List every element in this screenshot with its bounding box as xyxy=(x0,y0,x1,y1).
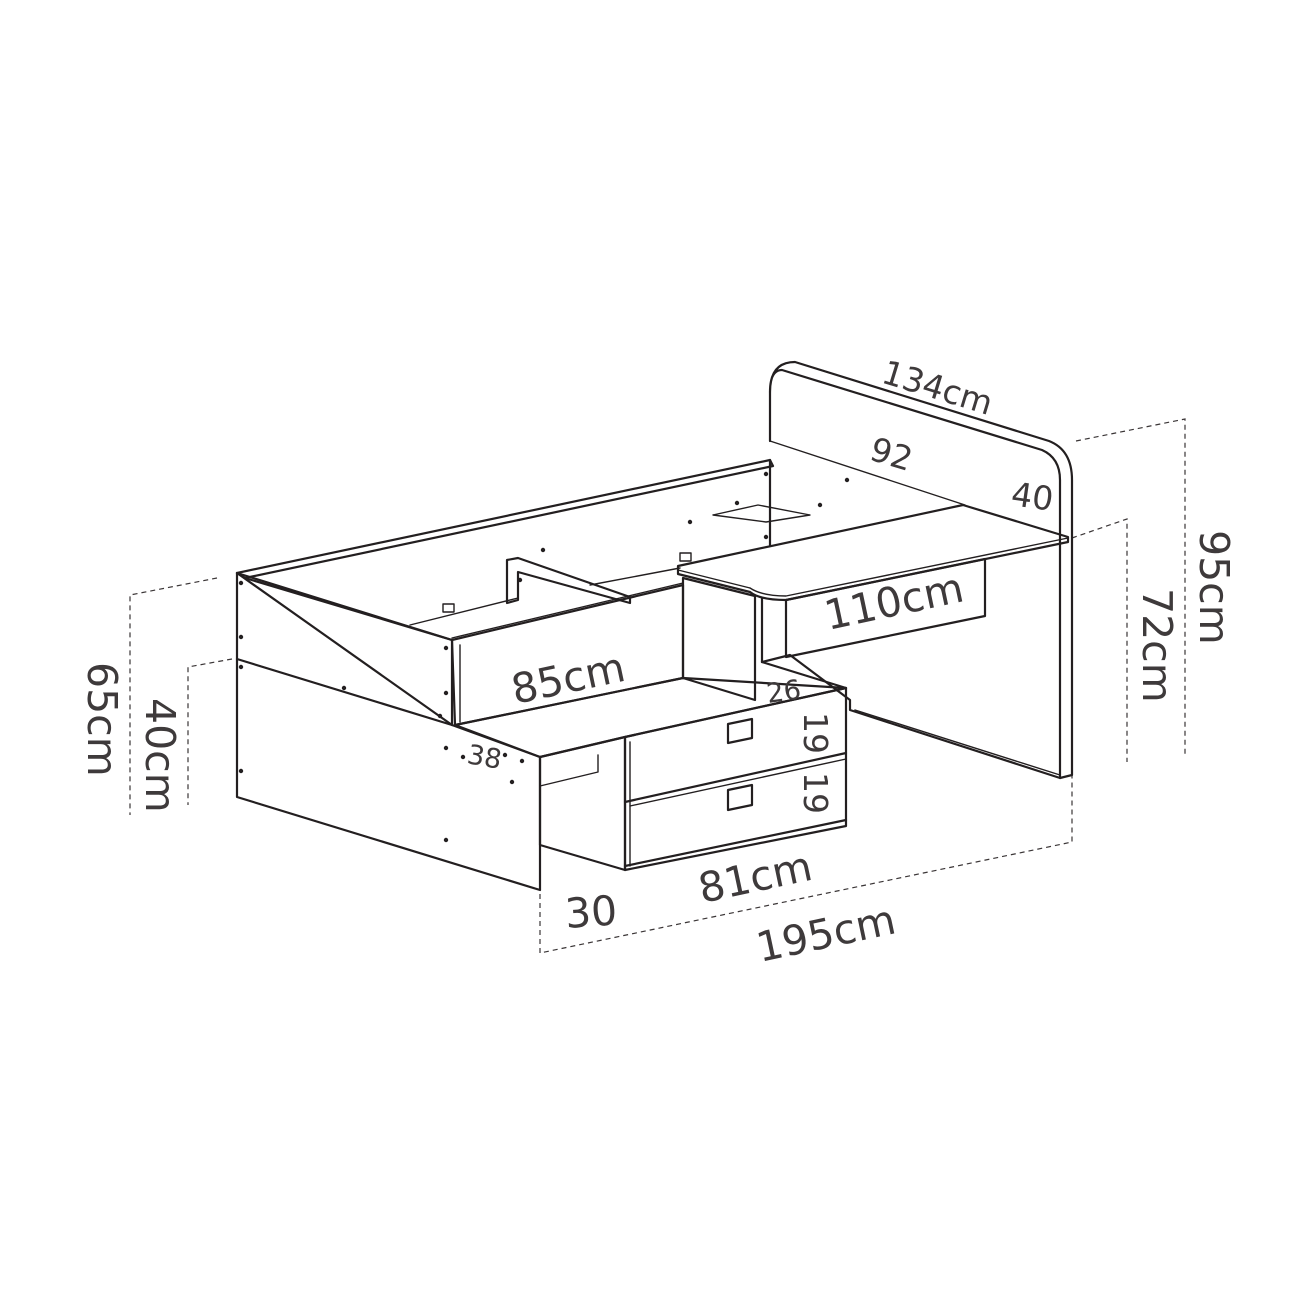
hardware-dots xyxy=(238,471,850,843)
guide-bed-height xyxy=(187,658,233,805)
headboard-outline xyxy=(768,360,1074,780)
desk-top-edge xyxy=(749,537,1069,597)
headboard-mattress-line xyxy=(769,440,966,506)
step-floor-line xyxy=(539,844,626,871)
label-desk-depth: 40 xyxy=(1009,474,1056,518)
label-compartment-width: 85cm xyxy=(507,643,629,714)
desk-side-bottom xyxy=(854,709,1061,776)
step-side-panel xyxy=(538,735,627,872)
label-total-height: 95cm xyxy=(1190,530,1238,645)
guide-total-height xyxy=(1075,418,1186,755)
label-drawer-bottom-height: 19 xyxy=(796,772,835,814)
drawer-base xyxy=(623,818,848,868)
foot-panel-inner-edge xyxy=(243,576,454,642)
gas-piston-icon xyxy=(712,504,811,523)
label-headboard-inner: 92 xyxy=(866,429,918,479)
headboard xyxy=(768,360,1074,780)
step-opening xyxy=(539,754,599,787)
desk-support xyxy=(681,576,757,702)
desk-top-front xyxy=(677,569,751,589)
label-overall-height-left: 65cm xyxy=(78,662,126,777)
desk xyxy=(676,503,1070,780)
foot-panel-mid-line xyxy=(235,657,454,727)
label-headboard-width: 134cm xyxy=(878,352,998,422)
drawer-top-handle-icon xyxy=(726,717,754,745)
hinge-icon-group xyxy=(442,504,811,613)
inner-floor-line xyxy=(409,597,519,626)
hinge-icon xyxy=(442,603,455,613)
dimension-guides xyxy=(129,418,1186,954)
label-bed-height: 40cm xyxy=(136,698,184,813)
desk-modesty-panel xyxy=(784,557,987,659)
label-total-length: 195cm xyxy=(752,896,900,972)
inner-floor-line-2 xyxy=(589,567,681,586)
label-step-width: 26 xyxy=(765,674,803,709)
compartment-top-edge xyxy=(451,582,684,639)
step-unit xyxy=(453,676,848,872)
label-desk-height: 72cm xyxy=(1133,588,1181,703)
dimension-labels: 134cm 92 40 95cm 72cm 110cm 65cm 40cm 85… xyxy=(78,352,1238,971)
drawer-divider-inner xyxy=(629,758,847,807)
desk-top xyxy=(676,503,1070,602)
step-back-edge xyxy=(760,660,848,690)
back-rail xyxy=(235,458,775,580)
label-step-depth: 38 xyxy=(465,739,504,775)
guide-desk-height xyxy=(1071,518,1128,762)
hinge-icon xyxy=(679,552,692,562)
label-drawer-top-height: 19 xyxy=(796,712,835,754)
inner-divider xyxy=(505,556,632,605)
guide-overall-height-left xyxy=(129,577,218,815)
drawer-bottom-handle-icon xyxy=(726,783,754,812)
bed-frame xyxy=(235,458,775,892)
label-desk-width: 110cm xyxy=(820,564,968,640)
drawer-divider xyxy=(623,751,848,804)
guide-total-length xyxy=(539,775,1073,954)
label-step-offset: 30 xyxy=(563,886,618,938)
desk-floor-line xyxy=(760,653,1062,780)
